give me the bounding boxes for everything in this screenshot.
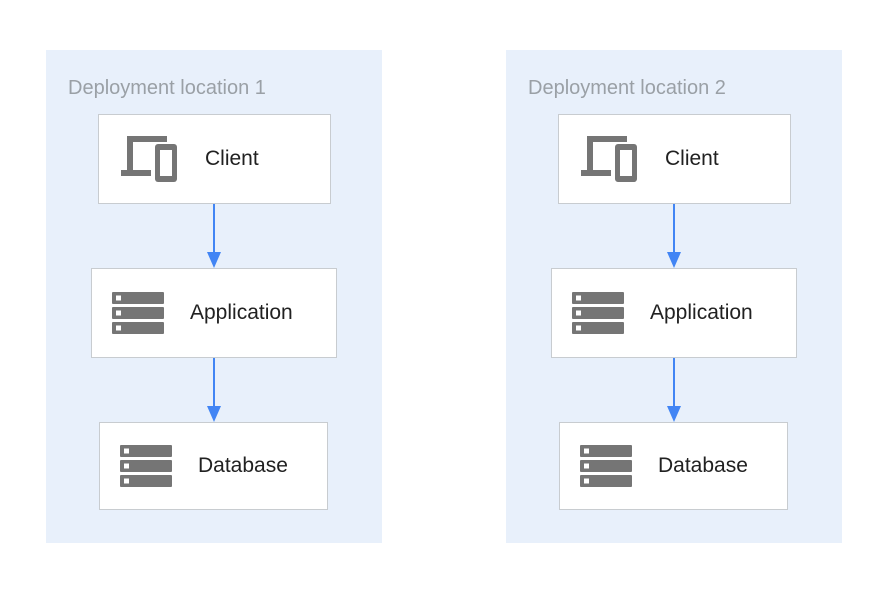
node-label: Application <box>190 301 293 324</box>
node-application: Application <box>91 268 337 358</box>
deployment-panel-2: Deployment location 2 Client <box>506 50 842 543</box>
node-label: Database <box>198 454 288 477</box>
arrow-down-icon <box>667 204 681 268</box>
deployment-panel-1: Deployment location 1 Client <box>46 50 382 543</box>
server-stack-icon <box>572 292 624 334</box>
panel-title: Deployment location 2 <box>528 77 726 99</box>
devices-icon <box>119 136 179 182</box>
node-label: Client <box>205 147 259 170</box>
arrow-down-icon <box>207 204 221 268</box>
node-client: Client <box>98 114 331 204</box>
node-application: Application <box>551 268 797 358</box>
server-stack-icon <box>120 445 172 487</box>
arrow-down-icon <box>667 358 681 422</box>
node-database: Database <box>559 422 788 510</box>
node-label: Client <box>665 147 719 170</box>
devices-icon <box>579 136 639 182</box>
node-database: Database <box>99 422 328 510</box>
arrow-down-icon <box>207 358 221 422</box>
panel-title: Deployment location 1 <box>68 77 266 99</box>
server-stack-icon <box>112 292 164 334</box>
node-label: Application <box>650 301 753 324</box>
node-client: Client <box>558 114 791 204</box>
node-label: Database <box>658 454 748 477</box>
server-stack-icon <box>580 445 632 487</box>
